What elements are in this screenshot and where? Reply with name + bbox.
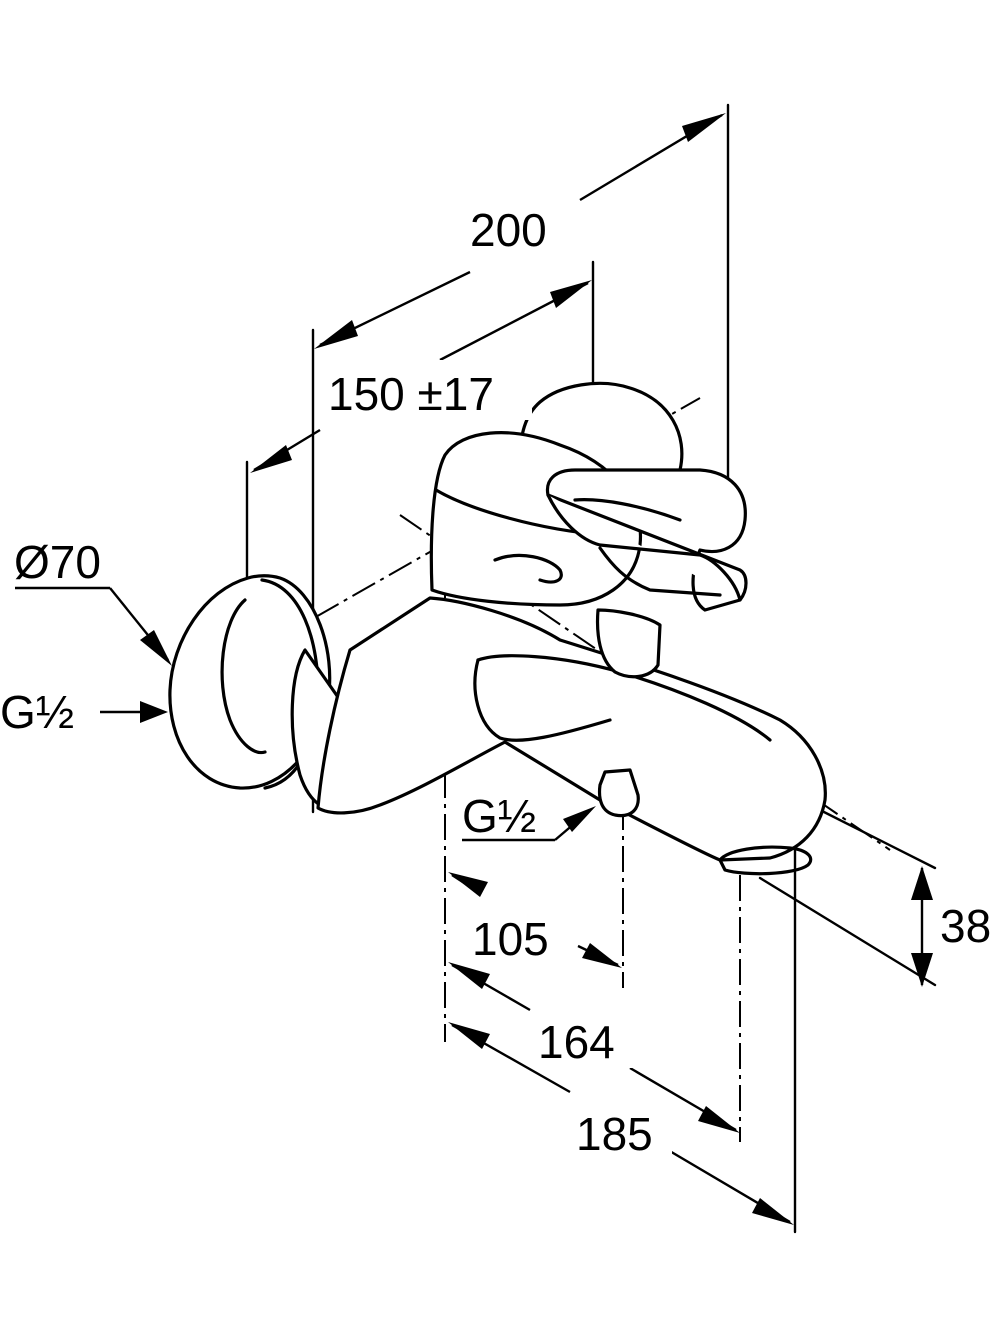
label-185: 185 (576, 1108, 653, 1160)
dimension-185 (448, 1022, 794, 1225)
label-outlet-thread: G½ (462, 790, 536, 842)
left-rosette (168, 574, 332, 790)
label-38: 38 (940, 900, 991, 952)
dimension-38 (911, 866, 933, 987)
dimension-70 (15, 586, 172, 666)
dimension-g-wall (100, 701, 168, 723)
left-connector (290, 648, 342, 807)
dimension-150 (250, 280, 592, 473)
label-150: 150 ±17 (328, 368, 494, 420)
label-wall-thread: G½ (0, 686, 74, 738)
label-diameter-70: Ø70 (14, 536, 101, 588)
mixer-body (316, 596, 827, 862)
label-200: 200 (470, 204, 547, 256)
dimension-labels: 200 150 ±17 Ø70 G½ G½ 105 164 185 38 (0, 198, 991, 1160)
dimension-200 (314, 113, 726, 349)
label-105: 105 (472, 913, 549, 965)
outlet-connector (597, 768, 640, 818)
faucet-illustration (168, 381, 827, 876)
label-164: 164 (538, 1016, 615, 1068)
lever-stem (595, 608, 662, 679)
dimension-164 (448, 962, 740, 1133)
dimension-105 (448, 872, 622, 968)
dimension-g-outlet (462, 806, 596, 842)
